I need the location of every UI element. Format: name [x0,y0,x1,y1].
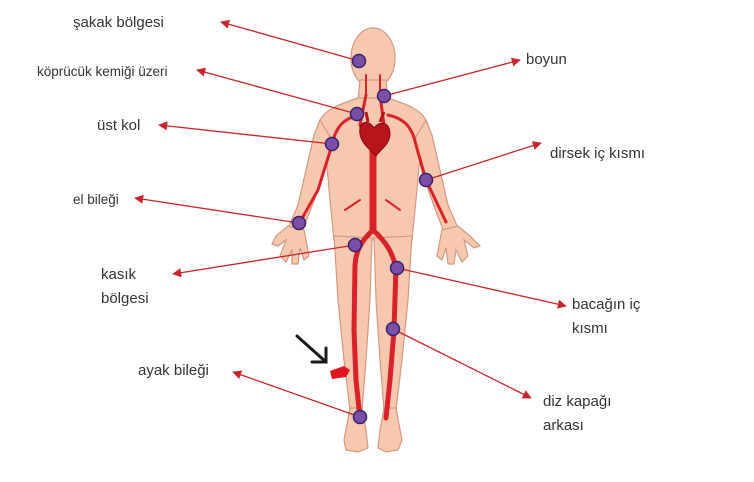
label-upper-arm: üst kol [97,117,141,134]
right-foot [377,407,403,453]
pulse-point-icon [347,237,363,253]
label-groin-line2: bölgesi [101,290,149,307]
pulse-point-icon [385,321,401,337]
pointer-arrow-icon [295,334,328,364]
label-inner-leg-line2: kısmı [572,320,608,337]
right-hand [436,225,482,265]
arrow-inner-leg [396,267,567,309]
left-arm [287,118,333,233]
label-back-of-knee-line1: diz kapağı [543,393,612,410]
pulse-point-icon [352,409,368,425]
pulse-point-icon [324,136,340,152]
arrow-groin [172,244,356,278]
pulse-point-icon [349,106,365,122]
pulse-point-icon [351,53,367,69]
arrow-temple [220,19,360,62]
label-back-of-knee-line2: arkası [543,417,584,434]
arrow-wrist [134,194,300,224]
arrow-neck [383,57,521,97]
label-collarbone: köprücük kemiği üzeri [37,64,168,79]
arrow-collarbone [196,67,358,115]
pulse-point-icon [291,215,307,231]
arrow-ankle [232,370,361,418]
body-figure [271,27,482,453]
arrow-back-of-knee [392,328,532,399]
heart-icon [359,111,391,157]
label-groin-line1: kasık [101,266,137,283]
label-temple: şakak bölgesi [73,14,164,31]
arrow-upper-arm [158,121,333,145]
label-arrows [134,19,567,418]
wound-icon [330,366,350,379]
arrow-inner-elbow [425,141,542,181]
left-hand [271,225,310,265]
label-ankle: ayak bileği [138,362,209,379]
pulse-points [291,53,434,425]
pulse-point-icon [418,172,434,188]
label-wrist: el bileği [73,192,119,207]
label-inner-leg-line1: bacağın iç [572,296,641,313]
pulse-point-icon [376,88,392,104]
pulse-point-icon [389,260,405,276]
label-neck: boyun [526,51,567,68]
label-inner-elbow: dirsek iç kısmı [550,145,646,162]
